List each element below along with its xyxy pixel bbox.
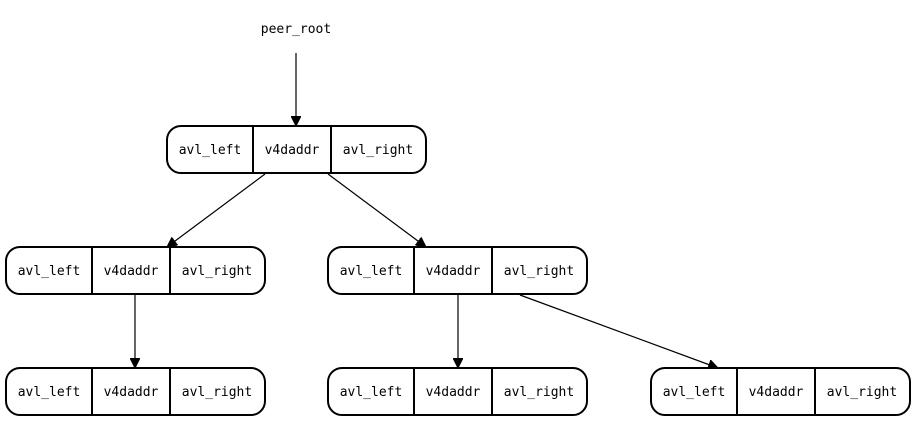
- tree-node-n1: avl_left v4daddr avl_right: [5, 246, 266, 295]
- node-box: [327, 367, 588, 416]
- tree-node-n5: avl_left v4daddr avl_right: [650, 367, 911, 416]
- node-field-v4daddr: v4daddr: [104, 264, 159, 279]
- node-field-v4daddr: v4daddr: [426, 264, 481, 279]
- node-field-avl-right: avl_right: [827, 385, 897, 400]
- tree-node-n4: avl_left v4daddr avl_right: [327, 367, 588, 416]
- edge-n0-to-n1: [167, 173, 266, 247]
- node-field-v4daddr: v4daddr: [265, 143, 320, 158]
- node-box: [5, 367, 266, 416]
- node-field-avl-right: avl_right: [504, 385, 574, 400]
- node-field-avl-left: avl_left: [18, 264, 81, 279]
- node-box: [327, 246, 588, 295]
- node-field-avl-left: avl_left: [340, 385, 403, 400]
- node-box: [5, 246, 266, 295]
- node-box: [166, 125, 427, 174]
- node-field-avl-left: avl_left: [18, 385, 81, 400]
- node-field-avl-right: avl_right: [504, 264, 574, 279]
- edges: [135, 53, 718, 368]
- node-field-avl-left: avl_left: [340, 264, 403, 279]
- node-field-avl-left: avl_left: [179, 143, 242, 158]
- edge-n2-to-n5: [519, 294, 718, 368]
- node-box: [650, 367, 911, 416]
- node-field-v4daddr: v4daddr: [104, 385, 159, 400]
- tree-node-n2: avl_left v4daddr avl_right: [327, 246, 588, 295]
- node-field-avl-right: avl_right: [343, 143, 413, 158]
- node-field-v4daddr: v4daddr: [749, 385, 804, 400]
- root-label: peer_root: [261, 22, 331, 37]
- tree-node-n0: avl_left v4daddr avl_right: [166, 125, 427, 174]
- node-field-avl-right: avl_right: [182, 264, 252, 279]
- tree-node-n3: avl_left v4daddr avl_right: [5, 367, 266, 416]
- edge-n0-to-n2: [327, 173, 426, 247]
- node-field-v4daddr: v4daddr: [426, 385, 481, 400]
- node-field-avl-left: avl_left: [663, 385, 726, 400]
- node-field-avl-right: avl_right: [182, 385, 252, 400]
